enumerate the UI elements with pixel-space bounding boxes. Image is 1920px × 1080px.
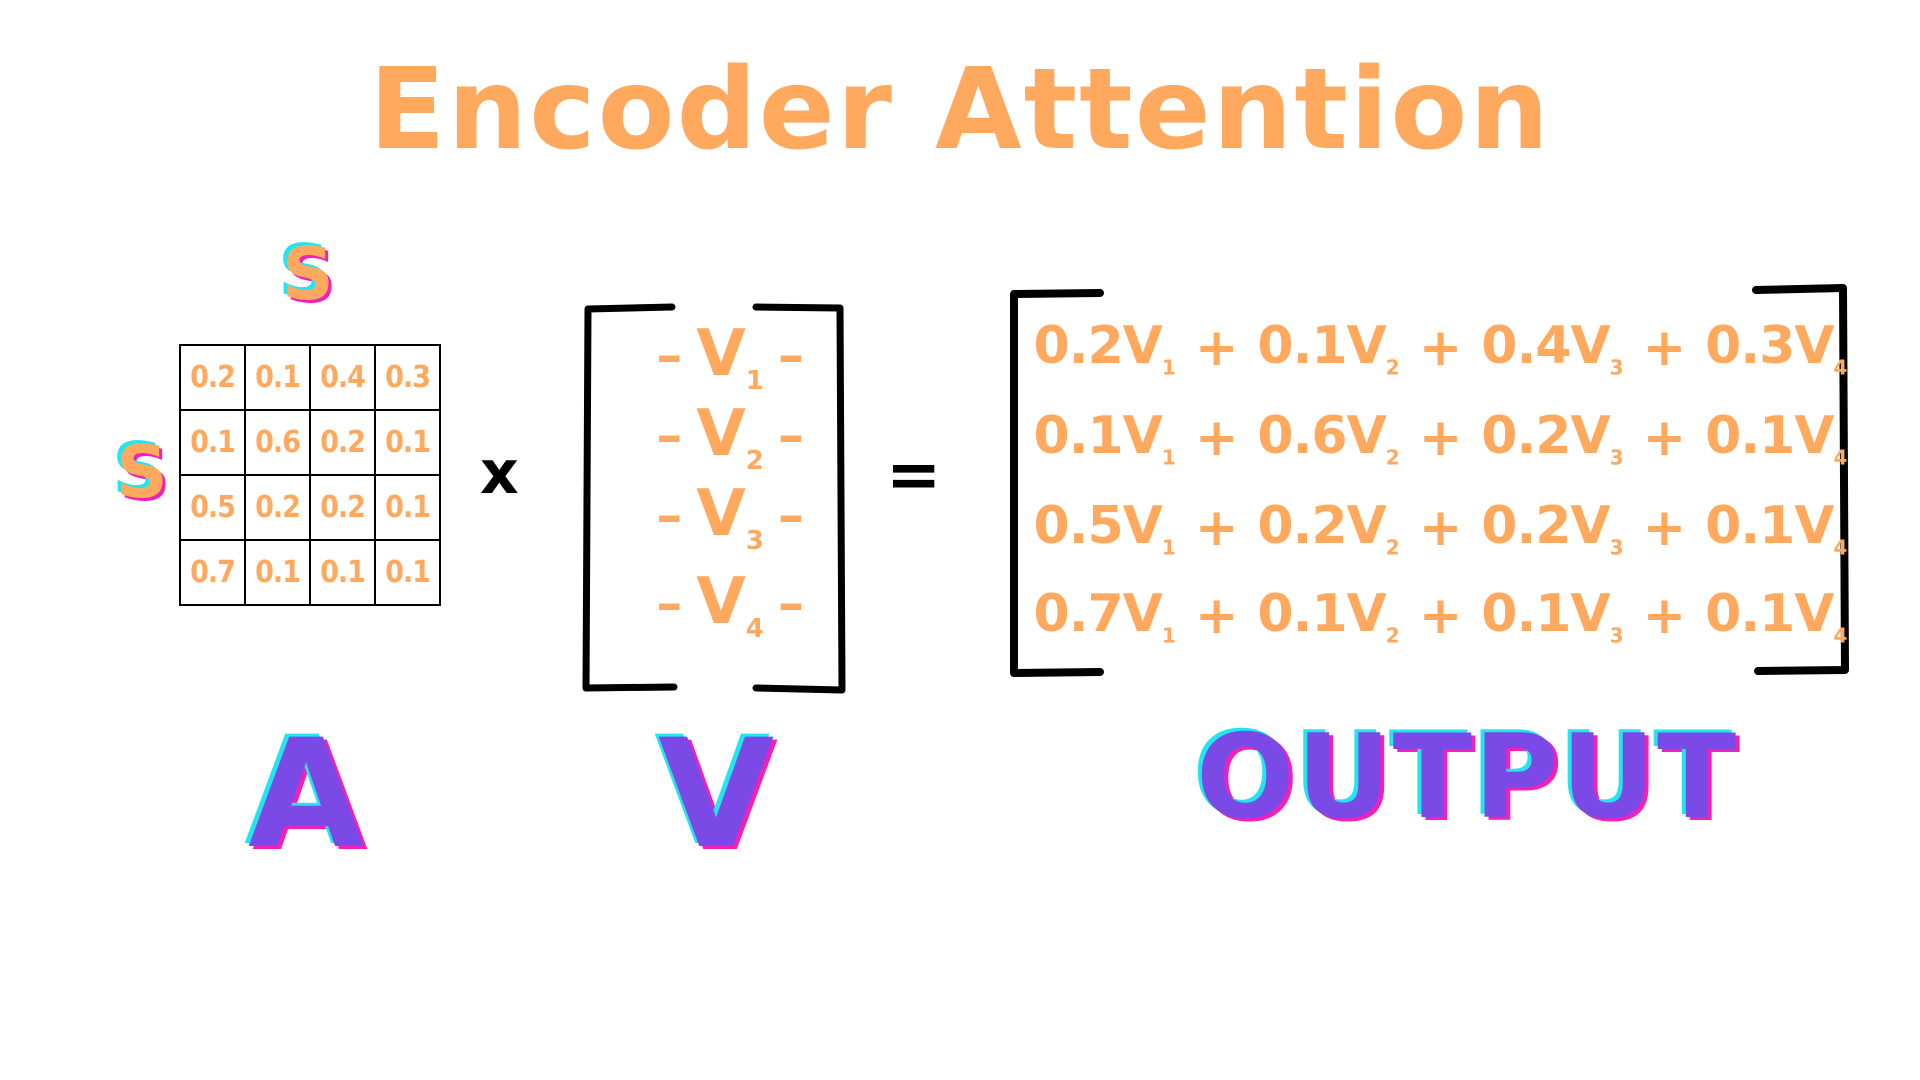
plus-sign: + [1642,586,1687,646]
dash: – [656,574,683,634]
matrix-row: 0.1 0.6 0.2 0.1 [179,409,441,476]
sequence-label-top: S [282,232,334,316]
matrix-cell: 0.3 [374,344,441,411]
output-term: 0.2V3 [1481,496,1623,560]
matrix-cell: 0.1 [374,409,441,476]
output-term: 0.2V1 [1033,316,1176,380]
matrix-a-label: A [248,708,365,882]
matrix-cell: 0.1 [309,539,376,606]
matrix-row: 0.7 0.1 0.1 0.1 [179,539,441,606]
dash: – [777,326,804,386]
matrix-cell: 0.1 [244,344,311,411]
dash: – [777,486,804,546]
output-row: 0.7V1 + 0.1V2 + 0.1V3 + 0.1V4 [1034,580,1848,652]
matrix-cell: 0.2 [309,409,376,476]
plus-sign: + [1642,408,1687,468]
matrix-cell: 0.6 [244,409,311,476]
output-row: 0.1V1 + 0.6V2 + 0.2V3 + 0.1V4 [1034,402,1848,474]
vector-name: V4 [696,564,764,644]
plus-sign: + [1418,586,1463,646]
attention-matrix-a: 0.2 0.1 0.4 0.3 0.1 0.6 0.2 0.1 0.5 0.2 … [179,344,441,606]
plus-sign: + [1418,318,1463,378]
matrix-row: 0.5 0.2 0.2 0.1 [179,474,441,541]
output-term: 0.2V2 [1257,496,1399,560]
output-term: 0.1V2 [1257,584,1399,648]
output-term: 0.7V1 [1033,584,1176,648]
v-row: – V3 – [600,477,860,556]
output-term: 0.2V3 [1481,406,1623,470]
vector-name: V2 [696,396,764,476]
matrix-cell: 0.1 [374,474,441,541]
matrix-cell: 0.1 [179,409,246,476]
matrix-cell: 0.2 [179,344,246,411]
matrix-cell: 0.1 [244,539,311,606]
plus-sign: + [1642,498,1687,558]
output-row: 0.5V1 + 0.2V2 + 0.2V3 + 0.1V4 [1034,492,1848,564]
v-row: – V2 – [600,397,860,476]
matrix-cell: 0.4 [309,344,376,411]
output-label: OUTPUT [1196,710,1739,845]
matrix-cell: 0.1 [374,539,441,606]
output-term: 0.3V4 [1705,316,1847,380]
matrix-cell: 0.2 [309,474,376,541]
plus-sign: + [1642,318,1687,378]
dash: – [656,486,683,546]
dash: – [656,406,683,466]
v-row: – V4 – [600,565,860,644]
output-term: 0.4V3 [1481,316,1623,380]
output-term: 0.1V4 [1705,584,1847,648]
matrix-v-label: V [658,708,775,882]
multiply-operator: x [480,438,519,508]
output-row: 0.2V1 + 0.1V2 + 0.4V3 + 0.3V4 [1034,312,1848,384]
plus-sign: + [1194,318,1239,378]
matrix-cell: 0.2 [244,474,311,541]
output-term: 0.1V3 [1481,584,1623,648]
sequence-label-left: S [116,430,168,514]
output-term: 0.1V1 [1033,406,1176,470]
plus-sign: + [1418,408,1463,468]
output-term: 0.1V4 [1705,406,1847,470]
matrix-cell: 0.5 [179,474,246,541]
plus-sign: + [1194,498,1239,558]
output-term: 0.1V4 [1705,496,1847,560]
v-row: – V1 – [600,317,860,396]
output-term: 0.1V2 [1257,316,1399,380]
vector-name: V3 [696,476,764,556]
matrix-row: 0.2 0.1 0.4 0.3 [179,344,441,411]
dash: – [656,326,683,386]
plus-sign: + [1194,586,1239,646]
output-term: 0.6V2 [1257,406,1399,470]
vector-name: V1 [696,316,764,396]
plus-sign: + [1194,408,1239,468]
plus-sign: + [1418,498,1463,558]
diagram-title: Encoder Attention [369,45,1551,175]
output-term: 0.5V1 [1033,496,1176,560]
equals-operator: = [886,436,942,513]
dash: – [777,574,804,634]
dash: – [777,406,804,466]
matrix-cell: 0.7 [179,539,246,606]
